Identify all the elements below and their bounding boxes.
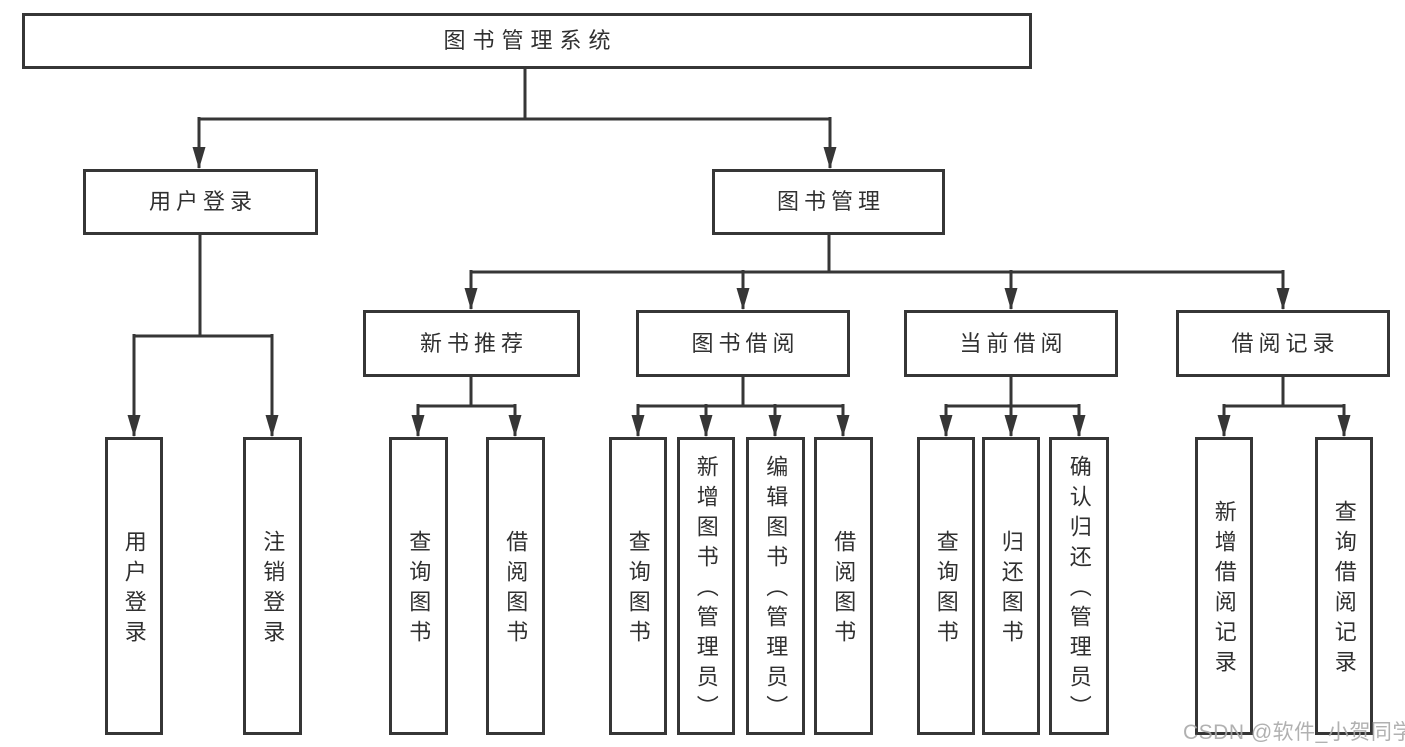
node-borrowing-records: 借阅记录 <box>1176 310 1390 377</box>
connector-current-borrow-children <box>939 377 1086 437</box>
leaf-logout: 注销登录 <box>243 437 302 735</box>
leaf-user-login: 用户登录 <box>105 437 163 735</box>
node-current-borrowing: 当前借阅 <box>904 310 1118 377</box>
connector-root-to-level2 <box>192 69 837 169</box>
node-user-login: 用户登录 <box>83 169 318 235</box>
csdn-watermark: CSDN @软件_小贺同学 <box>1183 721 1405 744</box>
connector-borrow-records-children <box>1217 377 1351 437</box>
leaf-return-books: 归还图书 <box>982 437 1040 735</box>
node-new-book-recommendation: 新书推荐 <box>363 310 580 377</box>
leaf-add-books-admin: 新增图书（管理员） <box>677 437 735 735</box>
connector-book-borrow-children <box>631 377 850 437</box>
node-book-management: 图书管理 <box>712 169 945 235</box>
connector-new-book-children <box>411 377 522 437</box>
leaf-query-books-borrow: 查询图书 <box>609 437 667 735</box>
leaf-query-borrow-record: 查询借阅记录 <box>1315 437 1373 735</box>
leaf-borrow-books-recommend: 借阅图书 <box>486 437 545 735</box>
connector-user-login-children <box>127 235 279 437</box>
node-book-borrowing: 图书借阅 <box>636 310 850 377</box>
leaf-confirm-return-admin: 确认归还（管理员） <box>1049 437 1109 735</box>
leaf-add-borrow-record: 新增借阅记录 <box>1195 437 1253 735</box>
connector-book-management-children <box>464 233 1290 310</box>
leaf-edit-books-admin: 编辑图书（管理员） <box>746 437 805 735</box>
leaf-query-books-current: 查询图书 <box>917 437 975 735</box>
leaf-borrow-books: 借阅图书 <box>814 437 873 735</box>
leaf-query-books-recommend: 查询图书 <box>389 437 448 735</box>
node-library-management-system: 图书管理系统 <box>22 13 1032 69</box>
